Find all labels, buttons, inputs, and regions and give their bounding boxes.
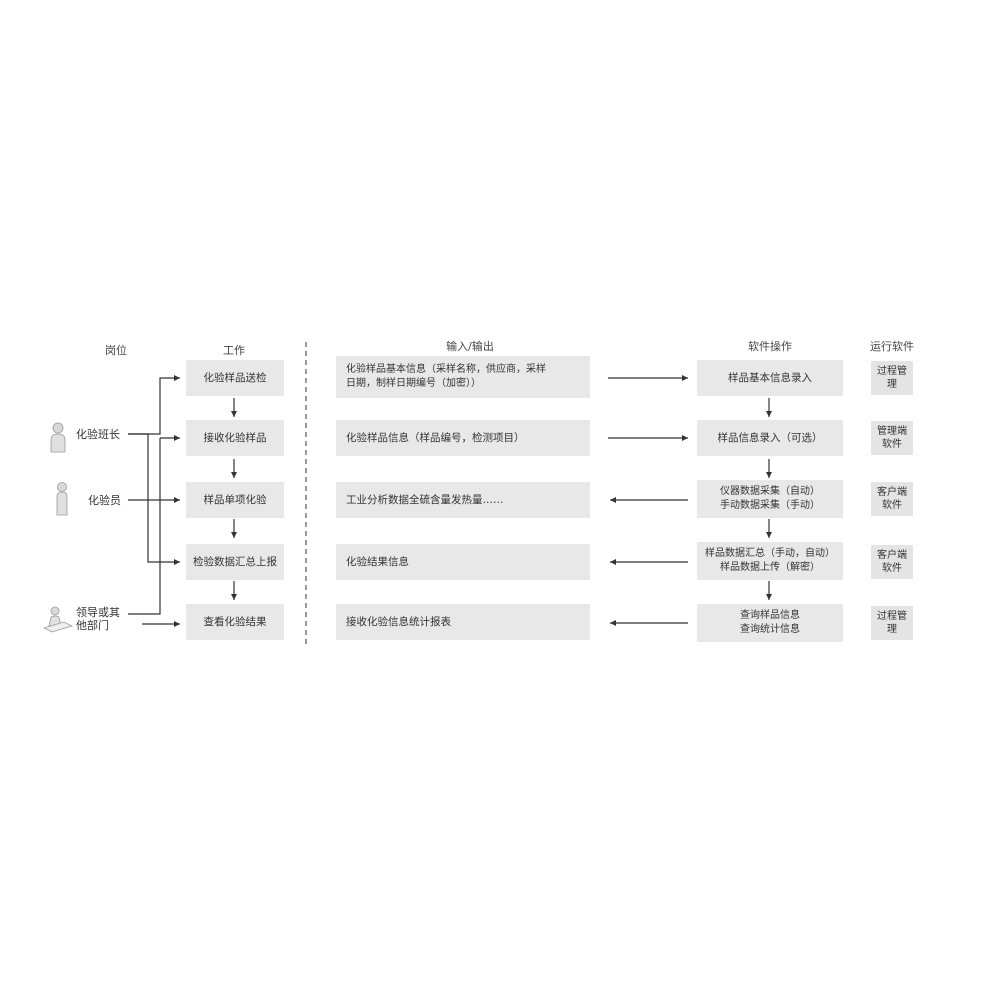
op-basic-info-entry: 样品基本信息录入 xyxy=(697,360,843,396)
op-data-collection-text: 仪器数据采集（自动） 手动数据采集（手动） xyxy=(720,486,820,511)
op-query-info-text: 查询样品信息 查询统计信息 xyxy=(740,610,800,635)
io-sample-basic-info-text: 化验样品基本信息（采样名称，供应商，采样 日期，制样日期编号（加密）） xyxy=(346,364,546,389)
header-software-op: 软件操作 xyxy=(748,340,792,353)
op-sample-info-entry: 样品信息录入（可选） xyxy=(697,420,843,456)
role-connector-monitor-report xyxy=(128,433,180,565)
work-step-submit-sample: 化验样品送检 xyxy=(186,360,284,396)
work-step-single-test: 样品单项化验 xyxy=(186,482,284,518)
role-connector-leader-bus xyxy=(128,438,161,615)
header-role: 岗位 xyxy=(105,344,127,357)
person-at-desk-icon xyxy=(42,606,74,638)
header-io: 输入/输出 xyxy=(446,340,494,353)
role-label-tester: 化验员 xyxy=(88,494,121,507)
work-step-summary-report: 检验数据汇总上报 xyxy=(186,544,284,580)
header-software: 运行软件 xyxy=(870,340,914,353)
role-label-monitor: 化验班长 xyxy=(76,428,120,441)
header-work: 工作 xyxy=(223,344,245,357)
op-data-collection: 仪器数据采集（自动） 手动数据采集（手动） xyxy=(697,480,843,518)
io-analysis-data: 工业分析数据全硫含量发热量…… xyxy=(336,482,590,518)
software-client-1: 客户端软件 xyxy=(871,482,913,516)
work-step-receive-sample: 接收化验样品 xyxy=(186,420,284,456)
op-data-summary-upload-text: 样品数据汇总（手动，自动） 样品数据上传（解密） xyxy=(705,548,835,573)
op-data-summary-upload: 样品数据汇总（手动，自动） 样品数据上传（解密） xyxy=(697,542,843,580)
role-connector-monitor-bus xyxy=(128,375,180,435)
software-process-mgmt-2: 过程管理 xyxy=(871,606,913,640)
io-sample-basic-info: 化验样品基本信息（采样名称，供应商，采样 日期，制样日期编号（加密）） xyxy=(336,356,590,398)
role-label-leader-text: 领导或其 他部门 xyxy=(76,606,120,632)
person-icon xyxy=(48,422,68,458)
software-client-2: 客户端软件 xyxy=(871,545,913,579)
op-query-info: 查询样品信息 查询统计信息 xyxy=(697,604,843,642)
work-step-view-results: 查看化验结果 xyxy=(186,604,284,640)
software-admin-client: 管理端软件 xyxy=(871,421,913,455)
io-sample-info: 化验样品信息（样品编号，检测项目） xyxy=(336,420,590,456)
software-process-mgmt-1: 过程管理 xyxy=(871,361,913,395)
person-icon xyxy=(52,482,72,520)
role-label-leader: 领导或其 他部门 xyxy=(76,606,120,632)
io-statistics-report: 接收化验信息统计报表 xyxy=(336,604,590,640)
io-test-results: 化验结果信息 xyxy=(336,544,590,580)
